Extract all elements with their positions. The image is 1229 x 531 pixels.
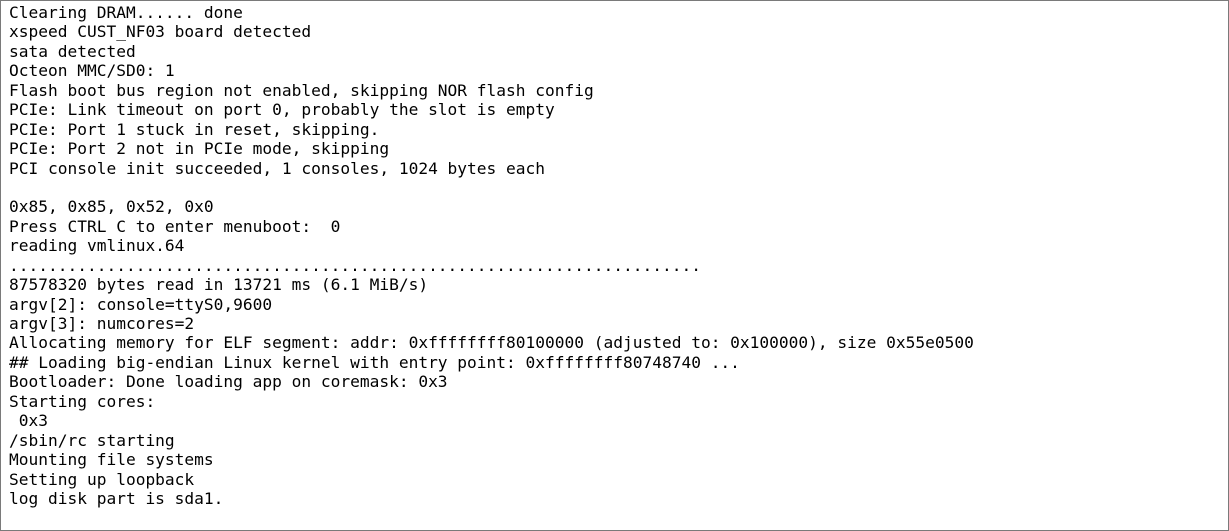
terminal-line: xspeed CUST_NF03 board detected: [9, 22, 312, 42]
terminal-line: PCIe: Port 1 stuck in reset, skipping.: [9, 119, 380, 139]
terminal-line: 0x3: [9, 411, 48, 431]
terminal-line: Clearing DRAM...... done: [9, 3, 243, 22]
terminal-line: Bootloader: Done loading app on coremask…: [9, 372, 448, 392]
terminal-output: Clearing DRAM...... done xspeed CUST_NF0…: [9, 3, 1224, 508]
terminal-line: ## Loading big-endian Linux kernel with …: [9, 352, 740, 372]
terminal-line: [9, 178, 1224, 197]
terminal-line: Press CTRL C to enter menuboot: 0: [9, 216, 341, 236]
terminal-line: Setting up loopback: [9, 469, 195, 489]
terminal-line: PCIe: Link timeout on port 0, probably t…: [9, 100, 555, 120]
terminal-line: 0x85, 0x85, 0x52, 0x0: [9, 197, 214, 217]
terminal-line: PCI console init succeeded, 1 consoles, …: [9, 158, 546, 178]
terminal-line: sata detected: [9, 41, 136, 61]
terminal-line: PCIe: Port 2 not in PCIe mode, skipping: [9, 139, 390, 159]
terminal-line: Starting cores:: [9, 391, 156, 411]
terminal-line: reading vmlinux.64: [9, 236, 185, 256]
terminal-line: log disk part is sda1.: [9, 488, 224, 508]
terminal-line: Octeon MMC/SD0: 1: [9, 61, 175, 81]
terminal-line: /sbin/rc starting: [9, 430, 175, 450]
terminal-line: ........................................…: [9, 255, 701, 275]
terminal-line: Allocating memory for ELF segment: addr:…: [9, 333, 974, 353]
terminal-line: argv[2]: console=ttyS0,9600: [9, 294, 273, 314]
terminal-line: Mounting file systems: [9, 450, 214, 470]
terminal-line: 87578320 bytes read in 13721 ms (6.1 MiB…: [9, 275, 429, 295]
terminal-line: Flash boot bus region not enabled, skipp…: [9, 80, 594, 100]
terminal-line: argv[3]: numcores=2: [9, 314, 195, 333]
